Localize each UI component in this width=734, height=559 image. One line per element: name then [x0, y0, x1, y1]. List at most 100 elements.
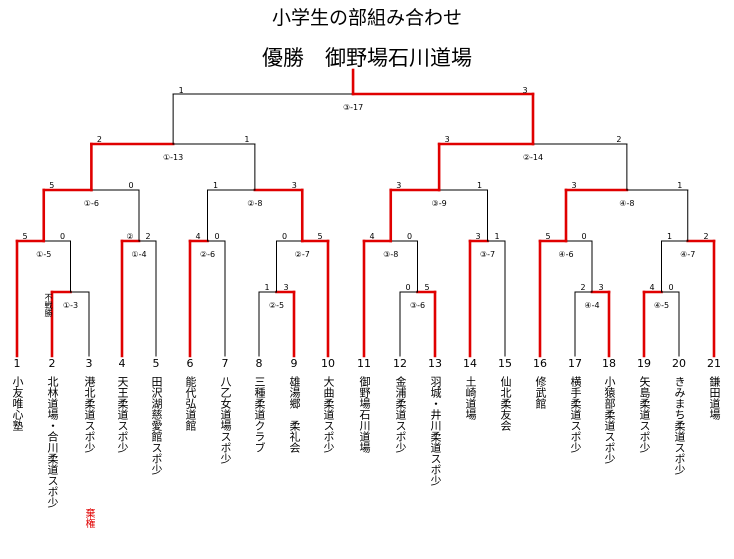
match-label: ④-7 [680, 250, 696, 259]
score-right: 1 [677, 181, 683, 190]
score-left: ② [126, 232, 134, 241]
team-number: 20 [672, 357, 686, 370]
match-label: ①-5 [36, 250, 52, 259]
match-label: ③-9 [431, 199, 447, 208]
team-name: 土崎道場 [464, 376, 477, 420]
team-name: 八乙女道場スポ少 [219, 376, 232, 464]
match-label: ②-8 [247, 199, 263, 208]
score-left: 1 [666, 232, 673, 241]
score-right: 1 [244, 135, 250, 144]
match-label: ③-17 [342, 103, 364, 112]
score-left: 2 [96, 135, 102, 144]
match-label: ①-4 [131, 250, 147, 259]
score-left: 4 [195, 232, 201, 241]
match-label: ③-6 [409, 301, 426, 310]
score-right: 0 [128, 181, 134, 190]
team-number: 18 [602, 357, 616, 370]
team-number: 21 [707, 357, 721, 370]
match-label: ④-4 [584, 301, 600, 310]
team-name: 横手柔道スポ少 [569, 376, 582, 453]
team-name: 金浦柔道スポ少 [394, 376, 407, 453]
team-name: 小猿部柔道スポ少 [603, 376, 616, 464]
score-left: 0 [405, 283, 411, 292]
match-label: ②-14 [522, 153, 544, 162]
team-name: 鎌田道場 [708, 376, 721, 420]
match-label: ②-7 [294, 250, 310, 259]
score-right: 3 [291, 181, 297, 190]
score-right: 5 [317, 232, 323, 241]
team-name: 修武館 [534, 376, 547, 409]
match-label: ③-7 [479, 250, 496, 259]
score-left: 1 [178, 86, 184, 95]
match-label: ②-5 [268, 301, 285, 310]
team-name: 天王柔道スポ少 [116, 376, 129, 453]
score-right: 0 [406, 232, 413, 241]
team-number: 1 [13, 357, 21, 370]
score-left: 1 [212, 181, 219, 190]
team-number: 19 [637, 357, 651, 370]
team-number: 3 [85, 357, 93, 370]
team-number: 2 [48, 357, 56, 370]
match-label: ①-13 [163, 153, 184, 162]
match-label: ④-8 [619, 199, 635, 208]
match-label: ④-5 [653, 301, 670, 310]
score-left: 3 [396, 181, 402, 190]
team-name: 矢島柔道スポ少 [638, 376, 651, 453]
team-number: 8 [255, 357, 263, 370]
score-right: 2 [616, 135, 622, 144]
team-name: 大曲柔道スポ少 [322, 376, 335, 453]
team-name: 仙北柔友会 [499, 376, 512, 431]
score-right: 3 [283, 283, 289, 292]
team-name: 羽城・井川柔道スポ少 [429, 376, 442, 486]
score-left: 5 [49, 181, 55, 190]
team-name: 三種柔道クラブ [253, 376, 266, 453]
team-name: 田沢湖慈愛館スポ少 [150, 376, 163, 475]
score-right: 0 [214, 232, 220, 241]
score-left: 3 [475, 232, 481, 241]
score-right: 2 [703, 232, 709, 241]
score-right: 1 [476, 181, 483, 190]
team-number: 9 [290, 357, 298, 370]
team-name: きみまち柔道スポ少 [673, 376, 686, 475]
score-left: 3 [444, 135, 450, 144]
forfeit-note: 不戦勝 [44, 293, 53, 317]
team-number: 11 [357, 357, 371, 370]
team-name: 雄湯郷 柔礼会 [288, 376, 301, 453]
team-number: 5 [152, 357, 160, 370]
team-name: 能代弘道館 [184, 376, 197, 431]
team-number: 17 [568, 357, 582, 370]
score-right: 0 [59, 232, 66, 241]
score-left: 5 [545, 232, 551, 241]
match-label: ④-6 [558, 250, 574, 259]
score-left: 0 [281, 232, 288, 241]
match-label: ③-8 [383, 250, 399, 259]
team-number: 7 [221, 357, 229, 370]
score-right: 2 [145, 232, 151, 241]
team-number: 4 [118, 357, 126, 370]
team-number: 13 [428, 357, 442, 370]
sheet-title: 小学生の部組み合わせ [271, 7, 462, 29]
match-label: ①-3 [62, 301, 79, 310]
team-number: 16 [533, 357, 547, 370]
team-number: 10 [321, 357, 335, 370]
score-left: 3 [571, 181, 577, 190]
score-left: 4 [369, 232, 375, 241]
score-right: 0 [581, 232, 587, 241]
team-number: 15 [498, 357, 512, 370]
score-left: 1 [264, 283, 270, 292]
team-number: 6 [186, 357, 194, 370]
champion-line: 優勝 御野場石川道場 [262, 46, 472, 70]
withdrawn-note: 棄権 [83, 508, 94, 528]
score-left: 5 [22, 232, 28, 241]
team-name: 港北柔道スポ少 [83, 376, 96, 453]
match-label: ②-6 [199, 250, 216, 259]
score-right: 1 [494, 232, 500, 241]
score-right: 0 [668, 283, 674, 292]
score-right: 5 [424, 283, 430, 292]
team-name: 北林道場・合川柔道スポ少 [46, 376, 59, 508]
match-label: ①-6 [83, 199, 99, 208]
team-number: 14 [463, 357, 477, 370]
team-name: 小友唯心塾 [11, 376, 24, 431]
